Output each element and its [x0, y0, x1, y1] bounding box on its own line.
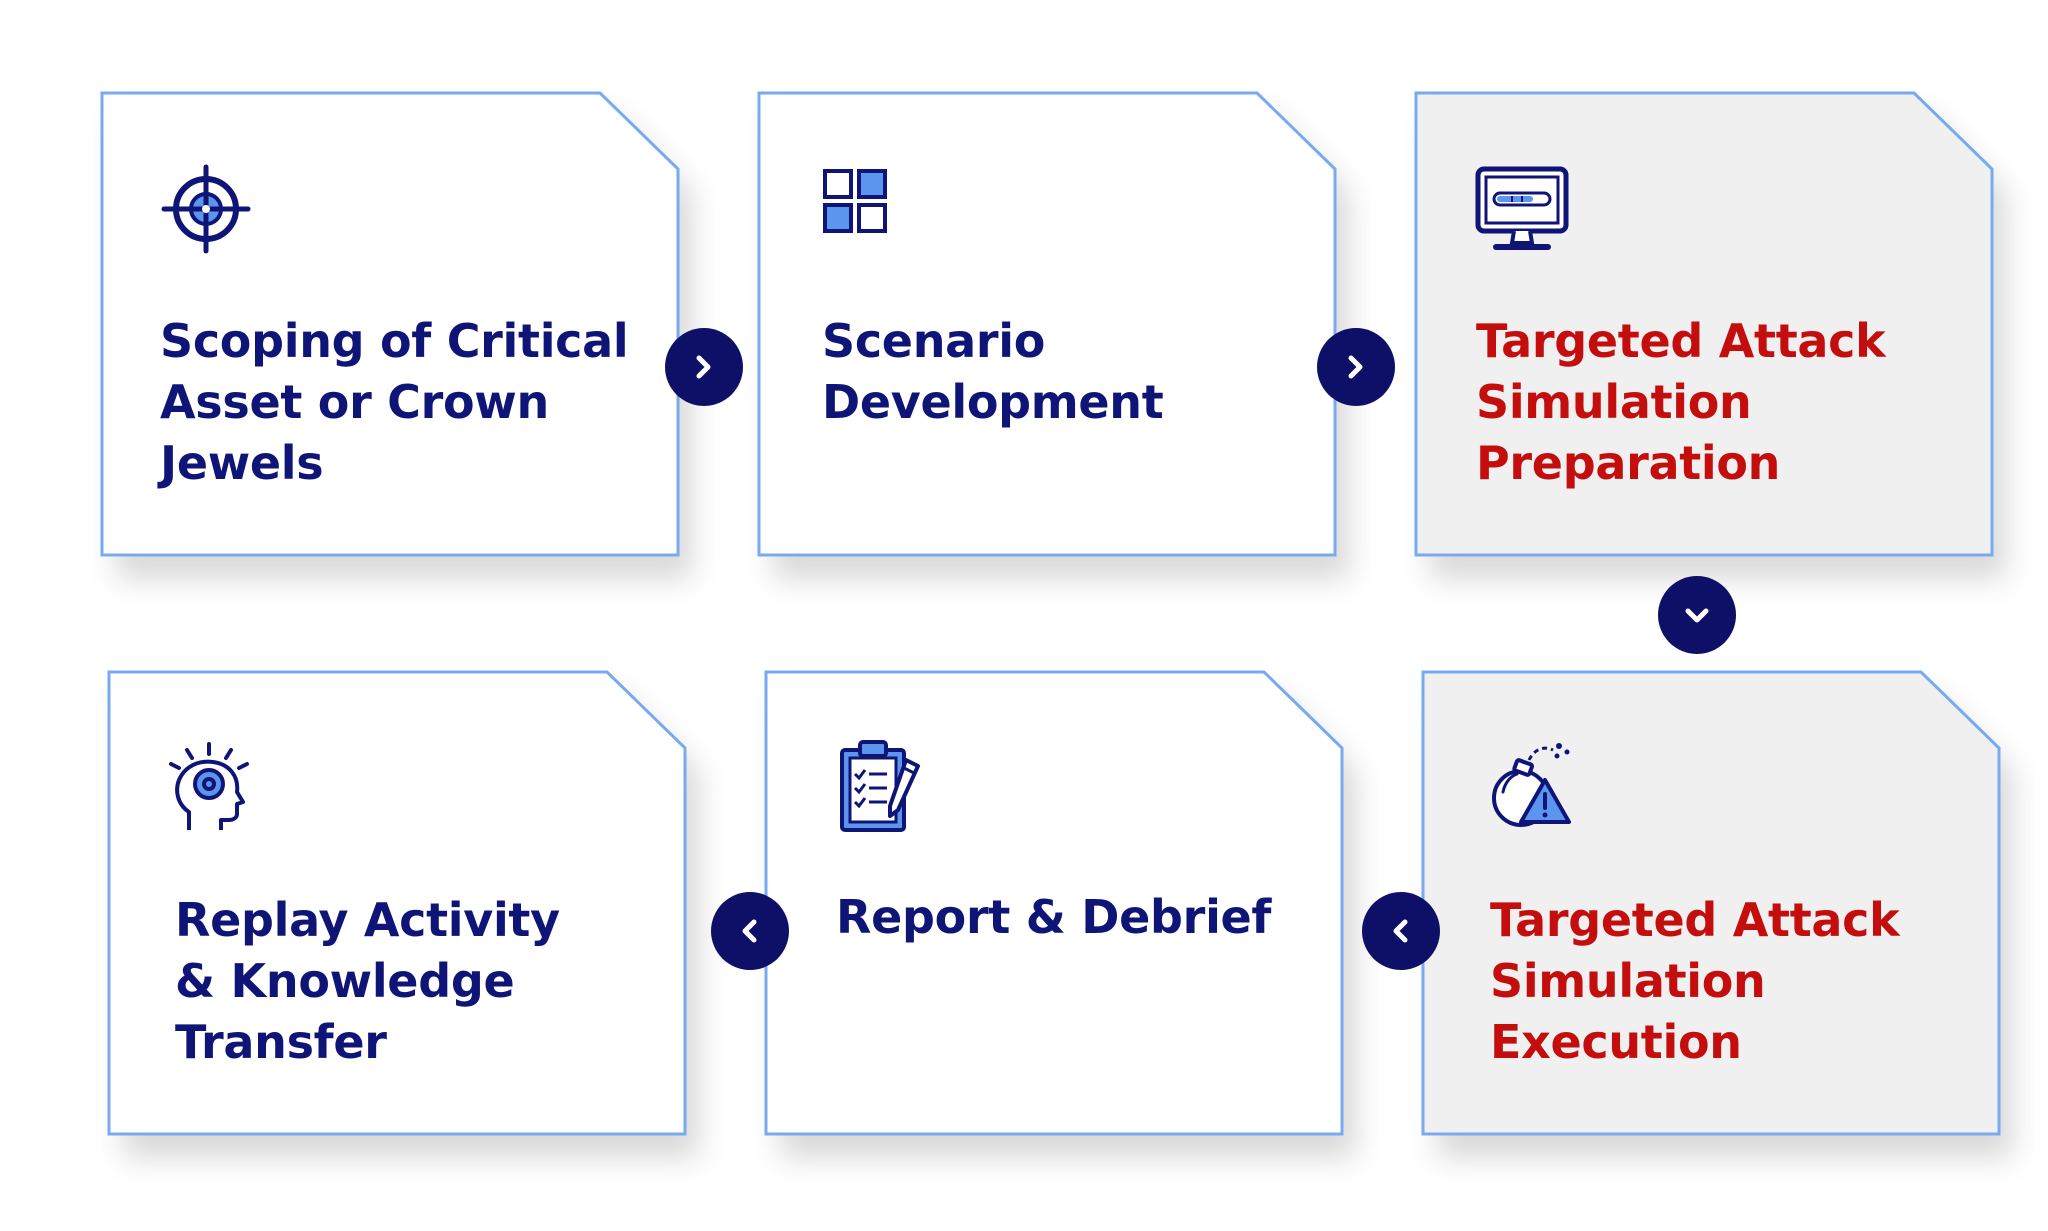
card-background [757, 91, 1349, 579]
chevron-left-icon [742, 919, 757, 943]
chevron-right-icon [696, 355, 711, 379]
step-label: Targeted Attack Simulation Execution [1490, 893, 1900, 1069]
chevron-right-icon [1348, 355, 1363, 379]
step-card-4: Targeted Attack Simulation Execution [1421, 670, 2013, 1158]
clipboard-checklist-icon [840, 740, 920, 832]
connector-arrow-4-5 [1362, 892, 1440, 970]
connector-arrow-3-4 [1658, 576, 1736, 654]
step-card-2: Scenario Development [757, 91, 1349, 579]
step-label: Scoping of Critical Asset or Crown Jewel… [160, 314, 629, 490]
step-label: Targeted Attack Simulation Preparation [1476, 314, 1886, 490]
connector-arrow-1-2 [665, 328, 743, 406]
grid-squares-icon [823, 169, 887, 233]
connector-arrow-2-3 [1317, 328, 1395, 406]
step-label: Report & Debrief [836, 890, 1272, 944]
card-background [107, 670, 699, 1158]
step-label: Scenario Development [822, 314, 1164, 429]
card-background [1421, 670, 2013, 1158]
target-crosshair-icon [161, 164, 251, 254]
step-label: Replay Activity & Knowledge Transfer [175, 893, 560, 1069]
head-lightbulb-icon [169, 742, 249, 830]
connector-arrow-5-6 [711, 892, 789, 970]
monitor-progress-icon [1475, 166, 1569, 250]
chevron-left-icon [1393, 919, 1408, 943]
step-card-6: Replay Activity & Knowledge Transfer [107, 670, 699, 1158]
chevron-down-icon [1685, 608, 1709, 623]
step-card-1: Scoping of Critical Asset or Crown Jewel… [100, 91, 692, 579]
step-card-3: Targeted Attack Simulation Preparation [1414, 91, 2006, 579]
bomb-warning-icon [1492, 743, 1571, 827]
step-card-5: Report & Debrief [764, 670, 1356, 1158]
